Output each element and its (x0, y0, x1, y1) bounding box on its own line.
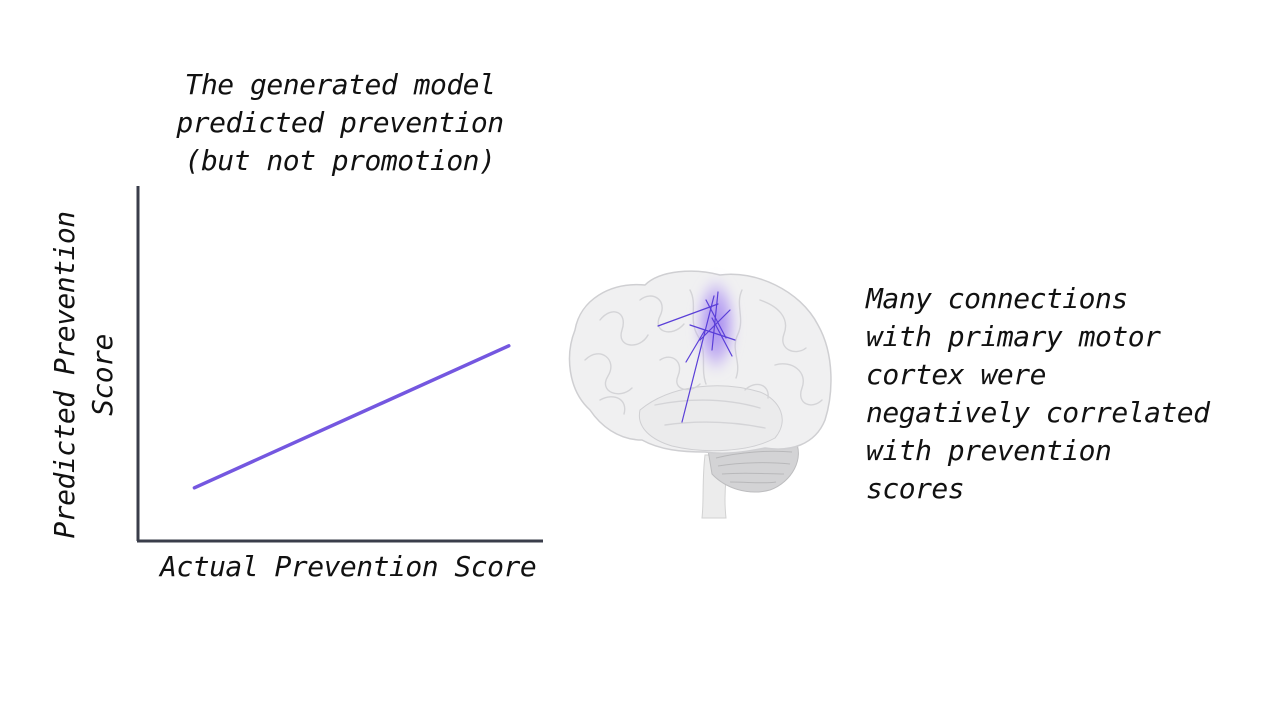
finding-note: Many connections with primary motor cort… (866, 280, 1266, 508)
x-axis-label: Actual Prevention Score (160, 550, 537, 583)
chart-title: The generated model predicted prevention… (150, 66, 530, 180)
title-line: (but not promotion) (184, 144, 496, 177)
title-line: The generated model (184, 68, 496, 101)
note-line: cortex were (866, 358, 1046, 391)
series-line-0 (192, 344, 511, 490)
note-line: negatively correlated (866, 396, 1210, 429)
brain-icon (568, 270, 832, 519)
note-line: scores (866, 472, 965, 505)
note-line: with primary motor (866, 320, 1161, 353)
title-line: predicted prevention (176, 106, 504, 139)
connection-lines (657, 291, 736, 423)
note-line: Many connections (866, 282, 1128, 315)
note-line: with prevention (866, 434, 1112, 467)
